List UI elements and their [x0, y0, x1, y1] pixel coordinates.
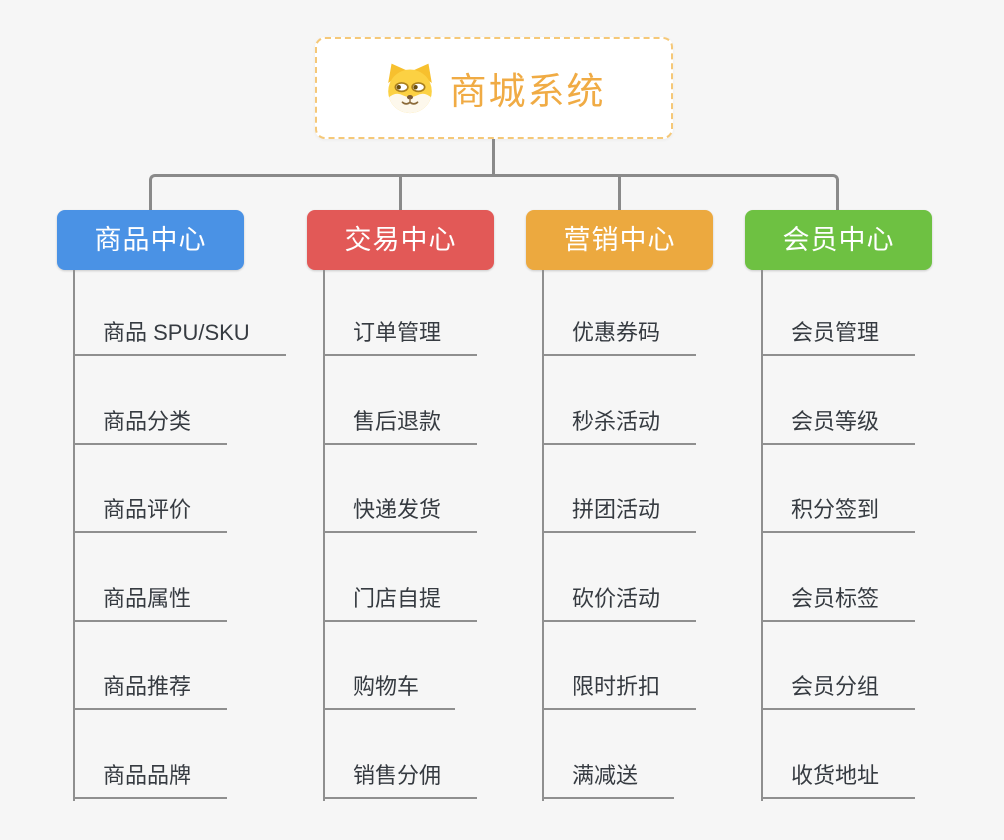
- branch-trunk-line-1: [73, 270, 75, 801]
- leaf-topic[interactable]: 商品推荐: [73, 672, 228, 710]
- leaf-topic[interactable]: 砍价活动: [542, 584, 697, 622]
- leaf-topic[interactable]: 积分签到: [761, 495, 916, 533]
- connector-elbow-left: [149, 174, 493, 210]
- leaf-topic[interactable]: 收货地址: [761, 761, 916, 799]
- branch-node-1[interactable]: 商品中心: [57, 210, 244, 270]
- leaf-topic[interactable]: 门店自提: [323, 584, 478, 622]
- root-node[interactable]: 商城系统: [315, 37, 673, 139]
- leaf-topic[interactable]: 商品评价: [73, 495, 228, 533]
- branch-trunk-line-3: [542, 270, 544, 801]
- branch-trunk-line-2: [323, 270, 325, 801]
- leaf-topic[interactable]: 会员分组: [761, 672, 916, 710]
- connector-drop-2: [399, 176, 402, 210]
- leaf-topic[interactable]: 满减送: [542, 761, 675, 799]
- leaf-topic[interactable]: 商品 SPU/SKU: [73, 318, 286, 356]
- branch-node-3[interactable]: 营销中心: [526, 210, 713, 270]
- root-title: 商城系统: [449, 71, 606, 112]
- leaf-topic[interactable]: 拼团活动: [542, 495, 697, 533]
- leaf-topic[interactable]: 购物车: [323, 672, 456, 710]
- root-stem-connector: [492, 139, 495, 177]
- leaf-topic[interactable]: 秒杀活动: [542, 407, 697, 445]
- leaf-topic[interactable]: 限时折扣: [542, 672, 697, 710]
- leaf-topic[interactable]: 订单管理: [323, 318, 478, 356]
- branch-node-4[interactable]: 会员中心: [745, 210, 932, 270]
- leaf-topic[interactable]: 商品分类: [73, 407, 228, 445]
- leaf-topic[interactable]: 优惠券码: [542, 318, 697, 356]
- leaf-topic[interactable]: 会员标签: [761, 584, 916, 622]
- connector-drop-3: [618, 176, 621, 210]
- leaf-topic[interactable]: 商品品牌: [73, 761, 228, 799]
- connector-elbow-right: [493, 174, 839, 210]
- dog-face-icon: [383, 62, 437, 114]
- leaf-topic[interactable]: 商品属性: [73, 584, 228, 622]
- branch-trunk-line-4: [761, 270, 763, 801]
- branch-node-2[interactable]: 交易中心: [307, 210, 494, 270]
- leaf-topic[interactable]: 售后退款: [323, 407, 478, 445]
- leaf-topic[interactable]: 快递发货: [323, 495, 478, 533]
- leaf-topic[interactable]: 会员管理: [761, 318, 916, 356]
- leaf-topic[interactable]: 会员等级: [761, 407, 916, 445]
- leaf-topic[interactable]: 销售分佣: [323, 761, 478, 799]
